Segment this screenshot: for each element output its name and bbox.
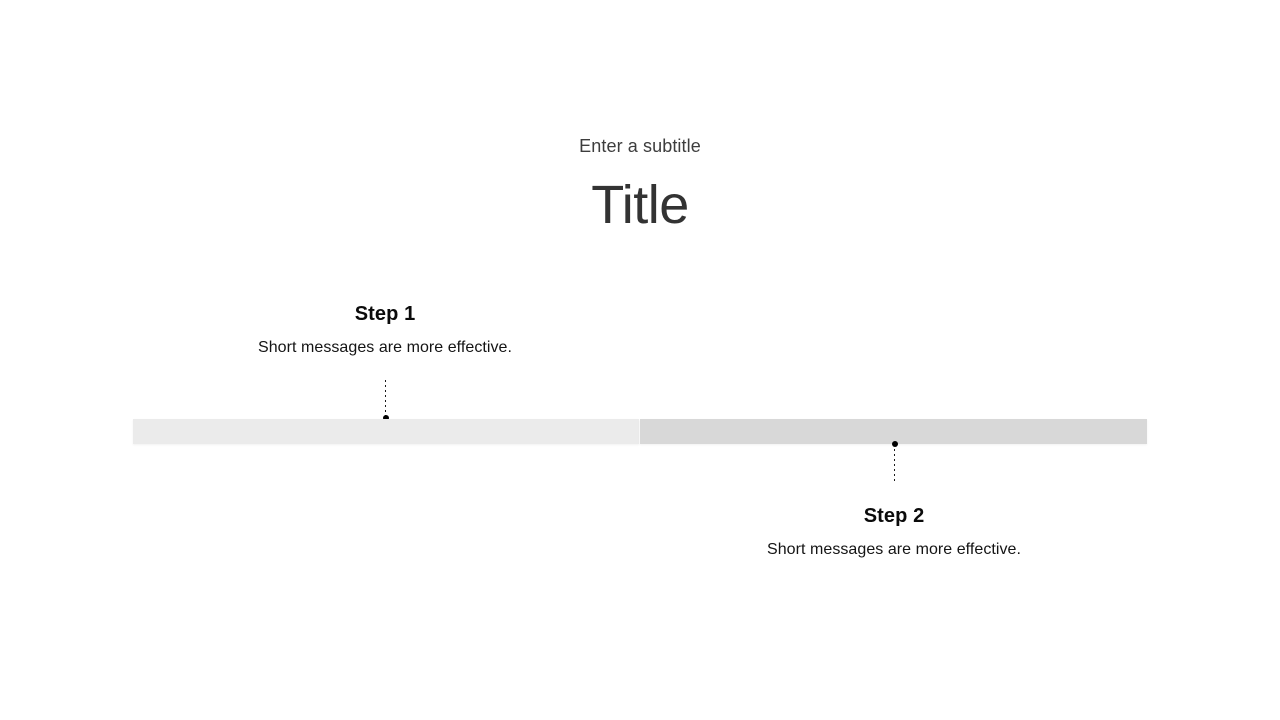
step-block-1: Step 1 Short messages are more effective… <box>135 300 635 360</box>
slide-title[interactable]: Title <box>591 175 689 235</box>
step-1-node-dot[interactable] <box>382 415 389 421</box>
step-2-dotted-line <box>894 444 895 482</box>
timeline-segment-1[interactable] <box>133 419 639 444</box>
step-2-heading[interactable]: Step 2 <box>863 505 925 527</box>
step-block-2: Step 2 Short messages are more effective… <box>644 502 1144 562</box>
step-2-node-dot[interactable] <box>891 441 898 447</box>
step-1-heading[interactable]: Step 1 <box>354 303 416 325</box>
step-2-connector <box>891 441 898 482</box>
slide-subtitle[interactable]: Enter a subtitle <box>579 136 701 156</box>
timeline-bar <box>133 419 1147 444</box>
step-1-connector <box>382 380 389 421</box>
step-1-dotted-line <box>385 380 386 418</box>
step-1-body[interactable]: Short messages are more effective. <box>258 339 512 356</box>
step-2-body[interactable]: Short messages are more effective. <box>767 541 1021 558</box>
timeline-segment-2[interactable] <box>640 419 1147 444</box>
